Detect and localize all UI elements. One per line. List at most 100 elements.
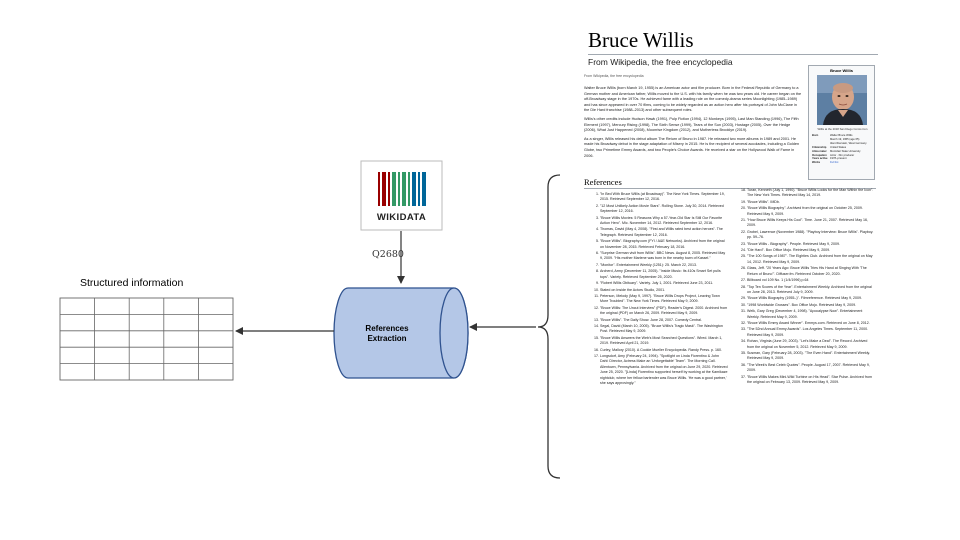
- portrait-photo: [817, 75, 867, 125]
- wikidata-wordmark: WIKIDATA: [376, 212, 427, 223]
- infobox-row: March 19, 1955 (age 65): [812, 138, 874, 142]
- lead-paragraph: Walter Bruce Willis (born March 19, 1955…: [584, 86, 802, 113]
- references-column-left: "In Bed With Bruce Willis (at Broadway)"…: [588, 192, 728, 387]
- infobox-name: Bruce Willis: [830, 68, 853, 73]
- reference-item: "Bruce Willis Movies: 5 Reasons Why a 57…: [600, 216, 728, 227]
- reference-item: Billboard vol 109 No. 1 (1/4/1996) p.64: [747, 278, 875, 283]
- wikidata-barcode-icon: [378, 172, 426, 206]
- reference-item: "Bruce Willis Biography". Archived from …: [747, 206, 875, 217]
- reference-item: "Bruce Willis Makes Mini-Wild Turbine on…: [747, 375, 875, 386]
- reference-item: "How Bruce Willis Keeps His Cool". Time.…: [747, 218, 875, 229]
- article-body: Walter Bruce Willis (born March 19, 1955…: [584, 86, 802, 162]
- reference-item: Rohan, Virginia (June 29, 2003). "Let's …: [747, 339, 875, 350]
- reference-item: "Surprise German visit from Willis". BBC…: [600, 251, 728, 262]
- reference-item: Peterson, Melody (May 9, 1997). "Bruce W…: [600, 294, 728, 305]
- article-title: Bruce Willis: [588, 28, 694, 52]
- structured-table: [59, 297, 234, 381]
- barcode-bar: [388, 172, 390, 206]
- infobox-row: Idar-Oberstein, West Germany: [812, 142, 874, 146]
- reference-item: Segal, David (March 10, 2005). "Bruce Wi…: [600, 324, 728, 335]
- reference-item: Glass, Jeff. "20 Years Ago: Bruce Willis…: [747, 266, 875, 277]
- references-list: "In Bed With Bruce Willis (at Broadway)"…: [588, 192, 728, 386]
- infobox-value: Actor · film producer: [830, 153, 855, 157]
- title-divider: [588, 54, 878, 55]
- structured-information-label: Structured information: [80, 277, 184, 289]
- barcode-bar: [378, 172, 380, 206]
- reference-item: "Bruce Willis Biography (1955–)". Filmre…: [747, 296, 875, 301]
- reference-item: "The 100 Songs of 1987". The Eighties Cl…: [747, 254, 875, 265]
- reference-item: "In Bed With Bruce Willis (at Broadway)"…: [600, 192, 728, 203]
- infobox-value: United States: [830, 145, 847, 149]
- infobox-value: March 19, 1955 (age 65): [830, 137, 860, 141]
- infobox-value: 1978–present: [830, 157, 847, 161]
- reference-item: "Robert Willis Obituary". Variety. July …: [600, 281, 728, 286]
- infobox-value: Walter Bruce Willis: [830, 134, 853, 137]
- article-subtitle: From Wikipedia, the free encyclopedia: [588, 57, 733, 67]
- reference-item: "Bruce Willis Answers the Web's Most Sea…: [600, 336, 728, 347]
- infobox-rows: Born Walter Bruce Willis March 19, 1955 (…: [812, 134, 874, 165]
- reference-item: "The Week's Best Celeb Quotes". People. …: [747, 363, 875, 374]
- infobox-key: Years active: [812, 157, 828, 161]
- reference-item: Archerd, Army (December 11, 2005). "Insi…: [600, 269, 728, 280]
- reference-item: Curley, Mallory (2010). A Cookie Mueller…: [600, 348, 728, 353]
- infobox: Bruce Willis Willis at the 2018 San Dieg…: [808, 65, 875, 180]
- infobox-key: Occupation: [812, 153, 827, 157]
- references-column-right: Turan, Kenneth (July 1, 1990). "Bruce Wi…: [735, 188, 875, 386]
- reference-item: Thomas, David (May 4, 2008). "First and …: [600, 227, 728, 238]
- extraction-label-line-2: Extraction: [367, 334, 407, 343]
- barcode-bar: [398, 172, 400, 206]
- barcode-bar: [392, 172, 396, 206]
- reference-item: "Bruce Willis - Biography". People. Retr…: [747, 242, 875, 247]
- infobox-key: Works: [812, 161, 821, 165]
- reference-item: Grobel, Lawrence (November 1988). "Playb…: [747, 230, 875, 241]
- infobox-key: Alma mater: [812, 149, 827, 153]
- reference-item: Susman, Gary (February 28, 2003). "The E…: [747, 351, 875, 362]
- reference-item: "Bruce Willis". Biography.com (FYI / A&E…: [600, 239, 728, 250]
- barcode-bar: [418, 172, 420, 206]
- references-extraction-cylinder: [333, 287, 469, 379]
- extraction-label: References Extraction: [342, 324, 432, 344]
- barcode-bar: [402, 172, 406, 206]
- reference-item: "Bruce Willis Emmy Award Winner". Emmys.…: [747, 321, 875, 326]
- infobox-key: Born: [812, 134, 819, 137]
- wikidata-logo: [360, 160, 443, 231]
- reference-item: "12 Most Unlikely Action Movie Stars". R…: [600, 204, 728, 215]
- infobox-key: Citizenship: [812, 145, 827, 149]
- infobox-row: Works Full list: [812, 161, 874, 165]
- barcode-bar: [412, 172, 416, 206]
- reference-item: "1998 Worldwide Grosses". Box Office Moj…: [747, 303, 875, 308]
- table-border: [59, 297, 234, 381]
- reference-item: Welk, Gary Greg (December 4, 1998). "Apo…: [747, 309, 875, 320]
- infobox-value[interactable]: Full list: [830, 161, 839, 165]
- infobox-row: Born Walter Bruce Willis: [812, 134, 874, 138]
- reference-item: "Bruce Willis". IMDb.: [747, 200, 875, 205]
- reference-item: "Top Ten Scores of the Year". Entertainm…: [747, 285, 875, 296]
- reference-item: Turan, Kenneth (July 1, 1990). "Bruce Wi…: [747, 188, 875, 199]
- barcode-bar: [422, 172, 426, 206]
- references-list: Turan, Kenneth (July 1, 1990). "Bruce Wi…: [735, 188, 875, 385]
- from-line: From Wikipedia, the free encyclopedia: [584, 74, 644, 78]
- reference-item: Stated on Inside the Actors Studio, 2001…: [600, 288, 728, 293]
- page-brace: [537, 174, 561, 479]
- infobox-caption: Willis at the 2018 San Diego Comic-Con: [817, 127, 868, 131]
- reference-item: "Bruce Willis: The Uncut Interview" (PDF…: [600, 306, 728, 317]
- credits-paragraph: Willis's other credits include Hudson Ha…: [584, 116, 799, 133]
- reference-item: Longsdorf, Amy (February 24, 1994). "Spo…: [600, 354, 728, 386]
- reference-item: "Die Hard". Box Office Mojo. Retrieved M…: [747, 248, 875, 253]
- reference-item: "Bruce Willis". The Daily Show. June 28,…: [600, 318, 728, 323]
- barcode-bar: [408, 172, 410, 206]
- music-paragraph: As a singer, Willis released his debut a…: [584, 136, 800, 158]
- infobox-value: Montclair State University: [830, 149, 861, 153]
- references-heading: References: [584, 177, 622, 187]
- query-id-label: Q2680: [372, 249, 404, 260]
- reference-item: "Monitor". Entertainment Weekly (1251): …: [600, 263, 728, 268]
- reference-item: "The 52nd Annual Emmy Awards". Los Angel…: [747, 327, 875, 338]
- extraction-label-line-1: References: [365, 324, 409, 333]
- references-divider: [584, 188, 876, 189]
- barcode-bar: [382, 172, 386, 206]
